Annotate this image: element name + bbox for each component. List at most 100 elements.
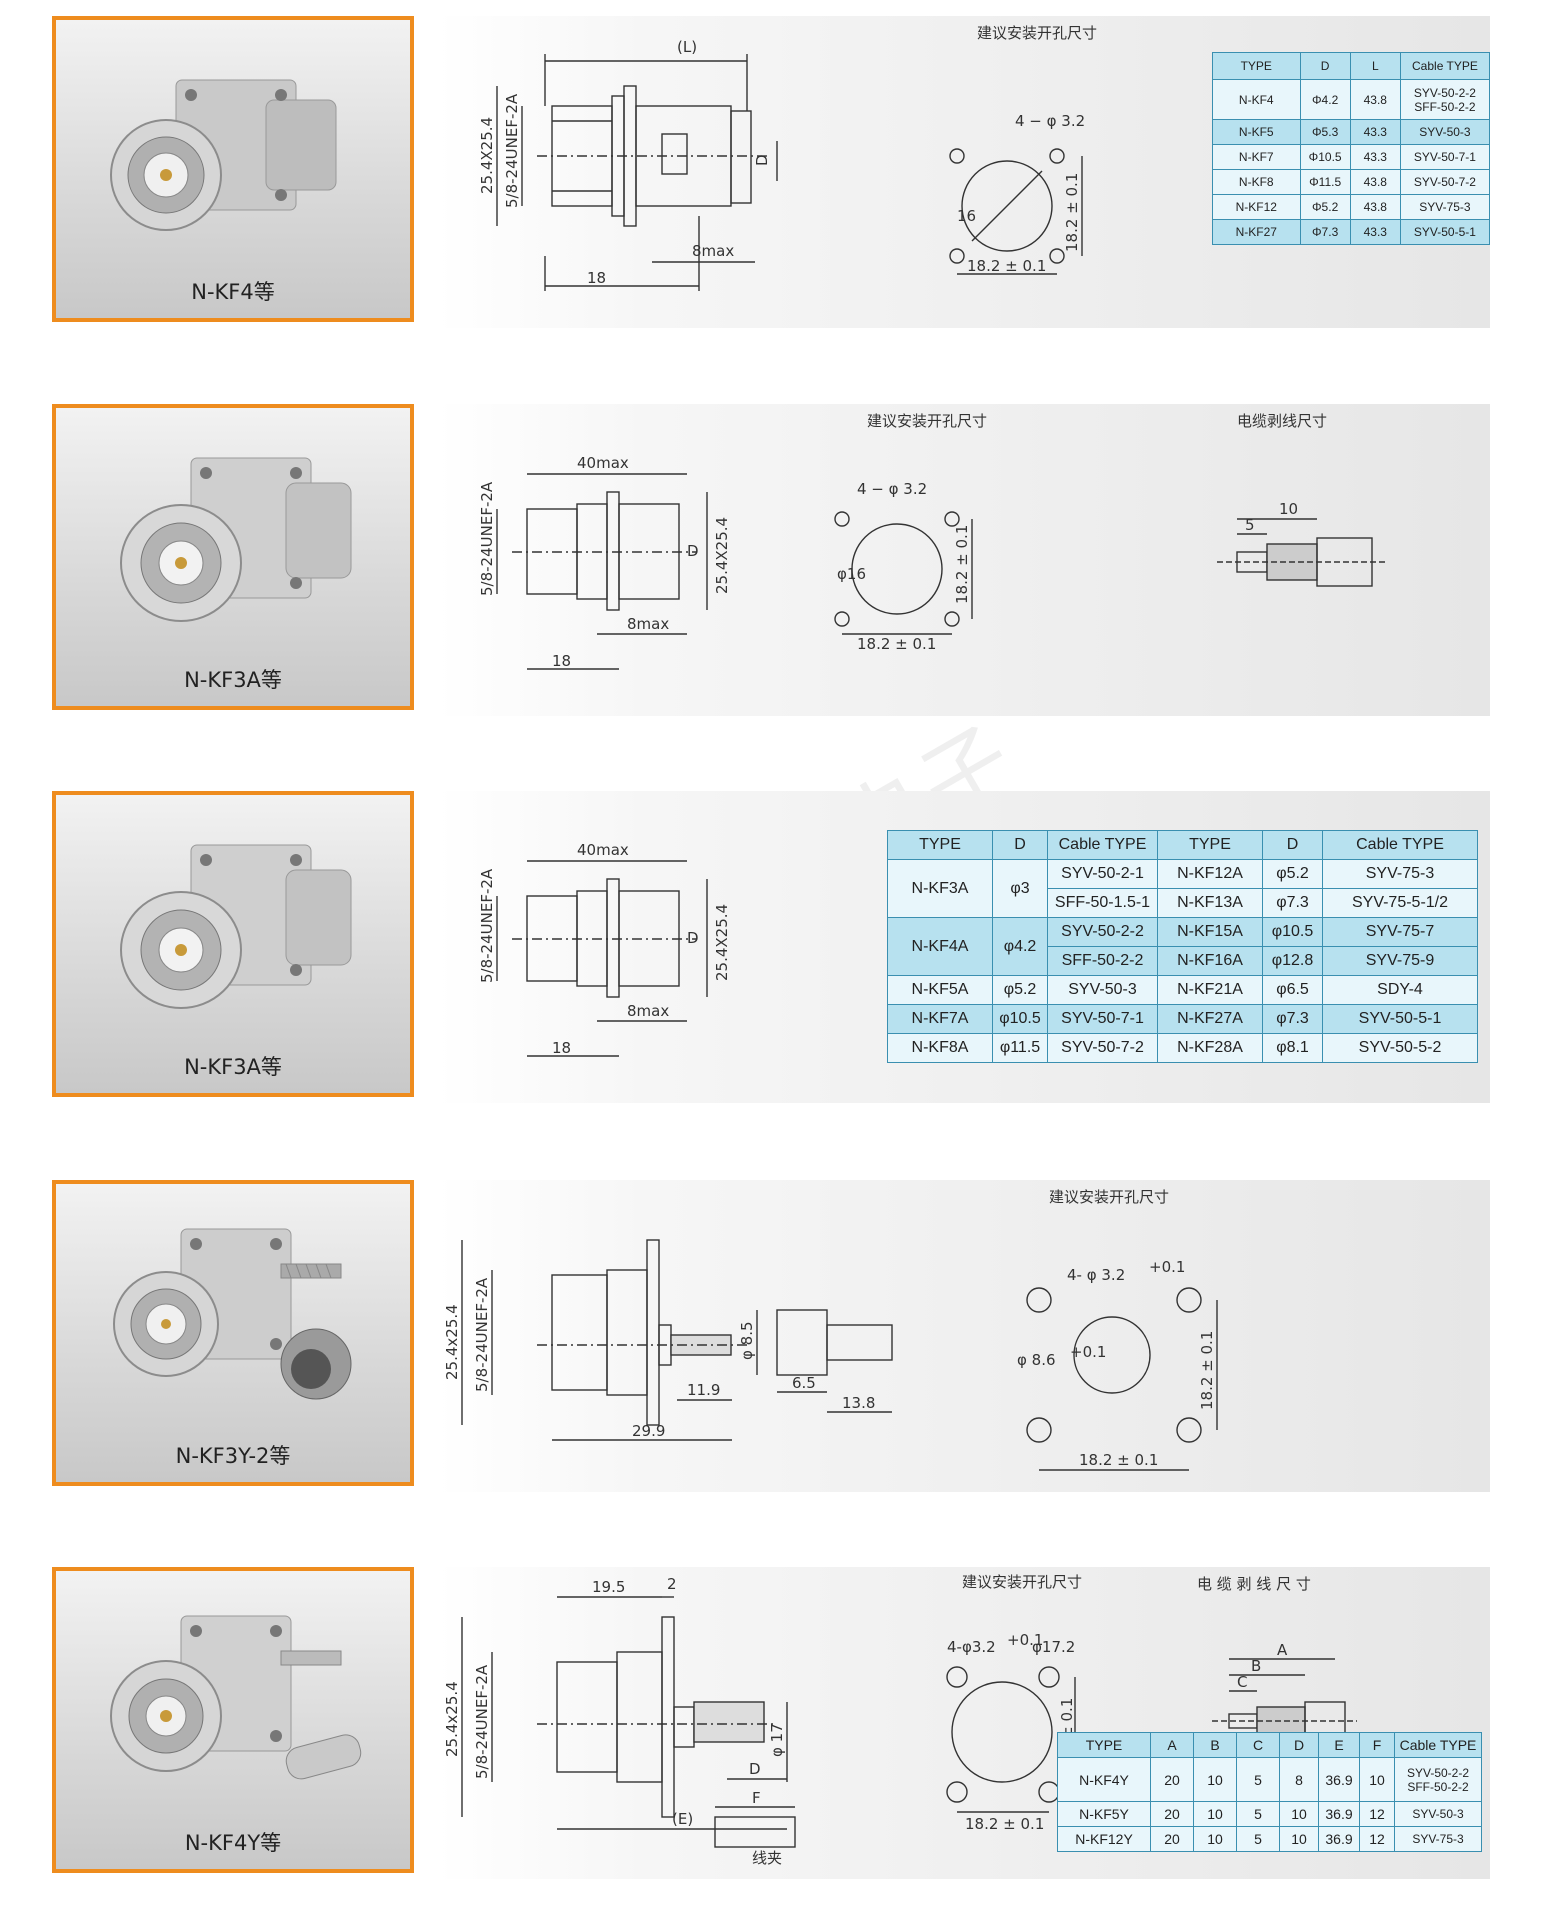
dim-flange: 25.4X25.4 (713, 904, 731, 981)
dim-thread: 5/8-24UNEF-2A (503, 93, 521, 208)
col-b: B (1193, 1732, 1237, 1758)
cell: Φ5.2 (1299, 194, 1351, 220)
cell: N-KF8 (1212, 169, 1301, 195)
cell: 43.3 (1349, 119, 1401, 145)
cable-strip-title: 电 缆 剥 线 尺 寸 (1197, 1575, 1311, 1593)
cell: N-KF4 (1212, 79, 1301, 120)
dim-40max: 40max (577, 841, 629, 859)
cell: 10 (1193, 1801, 1237, 1827)
dim-tol-h: 18.2 ± 0.1 (1079, 1451, 1158, 1469)
cell: 10 (1359, 1757, 1395, 1802)
dim-18: 18 (587, 269, 606, 287)
dim-thread: 5/8-24UNEF-2A (473, 1277, 491, 1392)
cell: Φ11.5 (1299, 169, 1351, 195)
cell: SYV-75-3 (1322, 859, 1478, 889)
dim-8max: 8max (627, 615, 669, 633)
dim-holes: 4 − φ 3.2 (857, 480, 927, 498)
cell: φ11.5 (992, 1033, 1048, 1063)
dim-phi85: φ 8.5 (738, 1321, 756, 1360)
dim-phi86: φ 8.6 (1017, 1351, 1056, 1369)
col-type: TYPE (1212, 52, 1301, 80)
cell: N-KF12 (1212, 194, 1301, 220)
cell: Φ4.2 (1299, 79, 1351, 120)
connector-illustration (110, 79, 337, 231)
strip-A: A (1277, 1641, 1288, 1659)
dim-19-5: 19.5 (592, 1578, 625, 1596)
cell: SYV-50-2-1 (1047, 859, 1158, 889)
cell: N-KF16A (1157, 946, 1263, 976)
cell: N-KF7 (1212, 144, 1301, 170)
cell: SYV-50-7-1 (1047, 1004, 1158, 1034)
cell: SYV-50-5-1 (1322, 1004, 1478, 1034)
cell: φ6.5 (1262, 975, 1323, 1005)
cell: 36.9 (1318, 1757, 1360, 1802)
cell: 10 (1279, 1826, 1319, 1852)
cell: 36.9 (1318, 1826, 1360, 1852)
dim-tol-h: 18.2 ± 0.1 (967, 257, 1046, 275)
connector-illustration (120, 844, 352, 1009)
dim-phi17: φ 17 (768, 1723, 786, 1757)
dim-18: 18 (552, 652, 571, 670)
cell: 43.8 (1349, 194, 1401, 220)
cell: 8 (1279, 1757, 1319, 1802)
cell: N-KF28A (1157, 1033, 1263, 1063)
cell: SYV-75-5-1/2 (1322, 888, 1478, 918)
connector-illustration (113, 1228, 352, 1400)
cell: N-KF15A (1157, 917, 1263, 947)
dim-D: D (753, 154, 771, 166)
dim-holes: 4 − φ 3.2 (1015, 112, 1085, 130)
dim-13-8: 13.8 (842, 1394, 875, 1412)
dim-E: (E) (672, 1810, 693, 1828)
mount-hole-title: 建议安装开孔尺寸 (1049, 1188, 1169, 1206)
col-cable: Cable TYPE (1322, 830, 1478, 860)
cell: Φ10.5 (1299, 144, 1351, 170)
dim-8max: 8max (692, 242, 734, 260)
cell: N-KF3A (887, 859, 993, 918)
col-d: D (1262, 830, 1323, 860)
cell: φ7.3 (1262, 1004, 1323, 1034)
dim-holes: 4- φ 3.2 (1067, 1266, 1125, 1284)
cell: N-KF12A (1157, 859, 1263, 889)
dim-holes: 4-φ3.2 (947, 1638, 996, 1656)
cell: 5 (1236, 1826, 1280, 1852)
product-photo-1: N-KF4等 (52, 16, 414, 322)
dim-29-9: 29.9 (632, 1422, 665, 1440)
cable-line: SFF-50-2-2 (1414, 99, 1476, 114)
dim-2: 2 (667, 1575, 677, 1593)
product-caption: N-KF3Y-2等 (175, 1444, 291, 1468)
spec-table-3: TYPE D Cable TYPE TYPE D Cable TYPE N-KF… (887, 830, 1478, 1063)
cell: 43.8 (1349, 79, 1401, 120)
connector-illustration (120, 457, 352, 622)
dim-flange: 25.4x25.4 (443, 1681, 461, 1757)
dim-tol-v: 18.2 ± 0.1 (1198, 1331, 1216, 1410)
cell: φ10.5 (1262, 917, 1323, 947)
clamp-label: 线夹 (752, 1849, 782, 1867)
technical-drawing: 40max 5/8-24UNEF-2A 25.4X25.4 D 8max 18 … (478, 412, 1387, 670)
dim-tol-h: 18.2 ± 0.1 (857, 635, 936, 653)
product-caption: N-KF3A等 (184, 668, 282, 692)
product-photo-2: N-KF3A等 (52, 404, 414, 710)
strip-C: C (1237, 1673, 1247, 1691)
dim-thread: 5/8-24UNEF-2A (478, 481, 496, 596)
dim-tol-h: 18.2 ± 0.1 (965, 1815, 1044, 1833)
cell: 10 (1279, 1801, 1319, 1827)
cell: φ5.2 (992, 975, 1048, 1005)
cell: SYV-50-7-1 (1399, 144, 1491, 170)
col-d: D (992, 830, 1048, 860)
dim-flange: 25.4x25.4 (443, 1304, 461, 1380)
cell: φ5.2 (1262, 859, 1323, 889)
cell: SFF-50-1.5-1 (1047, 888, 1158, 918)
col-type: TYPE (887, 830, 993, 860)
dim-D: D (687, 929, 699, 947)
cell: 43.3 (1349, 144, 1401, 170)
cable-strip-title: 电缆剥线尺寸 (1237, 412, 1327, 430)
dim-holes-sup: +0.1 (1007, 1631, 1043, 1649)
drawing-panel-1: (L) 25.4X25.4 5/8-24UNEF-2A D 8max 18 建议… (437, 16, 1491, 328)
dim-thread: 5/8-24UNEF-2A (473, 1664, 491, 1779)
dim-thread: 5/8-24UNEF-2A (478, 868, 496, 983)
mount-hole-title: 建议安装开孔尺寸 (977, 24, 1097, 42)
col-cable: Cable TYPE (1399, 52, 1491, 80)
cell: N-KF27 (1212, 219, 1301, 245)
